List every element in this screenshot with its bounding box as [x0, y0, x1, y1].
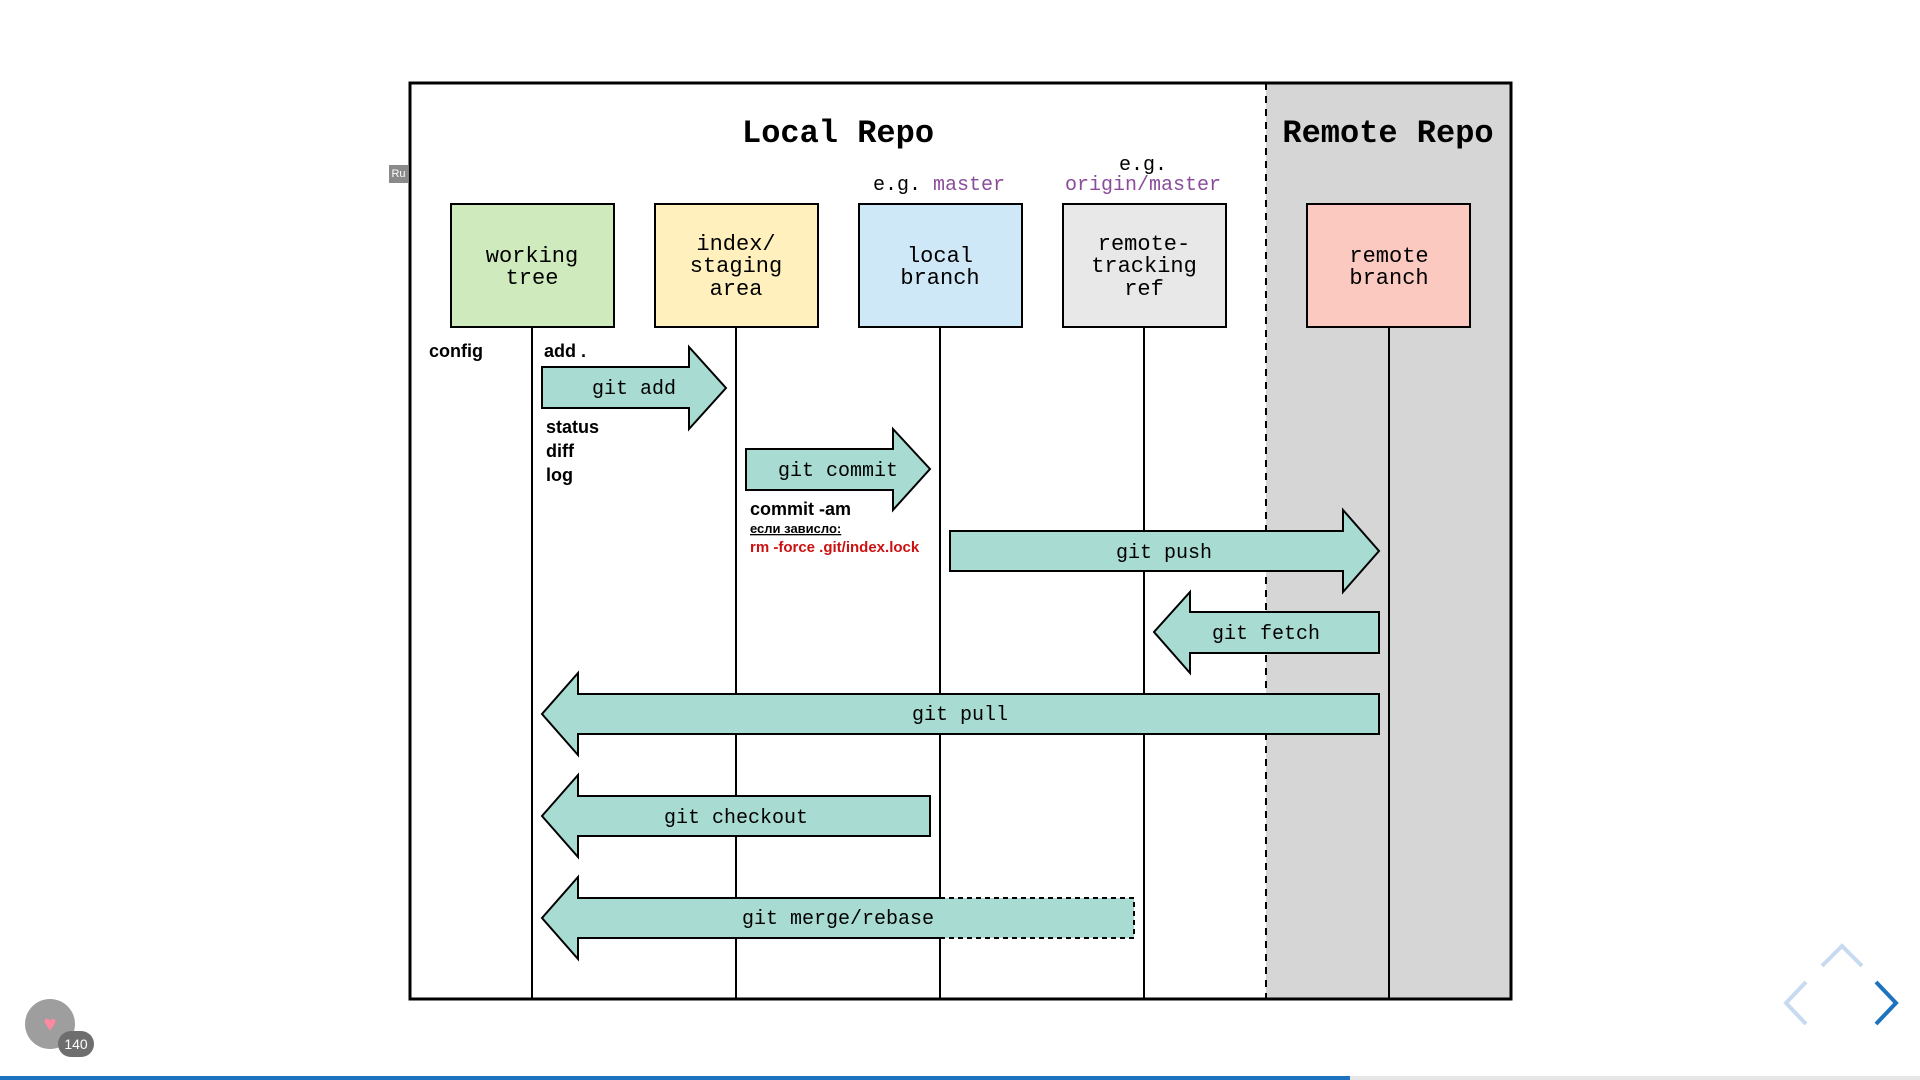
- box-working-tree-line1: working: [486, 244, 578, 269]
- arrow-git-add: [541, 344, 728, 432]
- local-repo-title: Local Repo: [742, 115, 934, 152]
- box-staging-line3: area: [710, 277, 763, 302]
- box-local-line1: local: [907, 244, 973, 269]
- box-remote-branch: remote branch: [1306, 203, 1471, 328]
- box-tracking-line3: ref: [1124, 277, 1164, 302]
- note-commit-am: commit -am: [750, 499, 851, 519]
- note-if-hang: если зависло:: [750, 521, 841, 536]
- label-git-fetch: git fetch: [1212, 623, 1320, 646]
- note-rm-lock: rm -force .git/index.lock: [750, 539, 920, 556]
- svg-text:staging: staging: [690, 254, 782, 279]
- svg-text:tracking: tracking: [1091, 254, 1197, 279]
- svg-text:remote-: remote-: [1098, 232, 1190, 257]
- chevron-up-icon[interactable]: [1818, 940, 1866, 970]
- arrow-git-push: [949, 507, 1381, 595]
- note-diff: diff: [546, 441, 575, 461]
- box-local-line2: branch: [900, 266, 979, 291]
- box-staging-line2: staging: [690, 254, 782, 279]
- eg-master-value: master: [933, 174, 1005, 197]
- note-add-dot: add .: [544, 341, 586, 361]
- note-config: config: [429, 341, 483, 361]
- arrow-git-checkout: [540, 772, 931, 860]
- chevron-right-icon[interactable]: [1872, 978, 1902, 1028]
- label-git-checkout: git checkout: [664, 807, 808, 830]
- svg-text:index/: index/: [696, 232, 775, 257]
- chevron-left-icon[interactable]: [1780, 978, 1810, 1028]
- remote-repo-title: Remote Repo: [1282, 115, 1493, 152]
- box-remote-tracking-ref: remote- tracking ref: [1062, 203, 1227, 328]
- svg-text:local: local: [907, 244, 973, 269]
- box-tracking-line1: remote-: [1098, 232, 1190, 257]
- svg-text:branch: branch: [1349, 266, 1428, 291]
- box-remote-line1: remote: [1349, 244, 1428, 269]
- box-tracking-line2: tracking: [1091, 254, 1197, 279]
- slide-progress-bar: [0, 1076, 1920, 1080]
- eg-origin-value: origin/master: [1065, 174, 1221, 197]
- heart-icon: ♥: [43, 1011, 57, 1036]
- box-staging-line1: index/: [696, 232, 775, 257]
- label-git-push: git push: [1116, 542, 1212, 565]
- label-git-add: git add: [592, 378, 676, 401]
- like-count: 140: [58, 1031, 94, 1057]
- box-remote-line2: branch: [1349, 266, 1428, 291]
- arrow-git-commit: [745, 426, 932, 513]
- svg-text:branch: branch: [900, 266, 979, 291]
- eg-master-prefix: e.g.: [873, 174, 921, 197]
- note-log: log: [546, 465, 573, 485]
- note-status: status: [546, 417, 599, 437]
- box-working-tree: working tree: [450, 203, 615, 328]
- box-working-tree-line2: tree: [506, 266, 559, 291]
- svg-text:tree: tree: [506, 266, 559, 291]
- svg-text:area: area: [710, 277, 763, 302]
- diagram-frame: [408, 81, 1513, 1001]
- svg-text:working: working: [486, 244, 578, 269]
- arrow-git-merge-rebase: [540, 874, 1135, 962]
- label-git-pull: git pull: [912, 704, 1008, 727]
- svg-text:e.g. master: e.g. master: [873, 174, 1005, 197]
- arrow-git-fetch: [1152, 589, 1380, 676]
- svg-text:ref: ref: [1124, 277, 1164, 302]
- slide-progress-fill: [0, 1076, 1350, 1080]
- box-staging-area: index/ staging area: [654, 203, 819, 328]
- box-local-branch: local branch: [858, 203, 1023, 328]
- svg-text:remote: remote: [1349, 244, 1428, 269]
- eg-origin-prefix: e.g.: [1119, 154, 1167, 177]
- language-badge[interactable]: Ru: [389, 165, 408, 183]
- label-git-commit: git commit: [778, 460, 898, 483]
- label-git-merge-rebase: git merge/rebase: [742, 908, 934, 931]
- arrow-git-pull: [540, 670, 1380, 758]
